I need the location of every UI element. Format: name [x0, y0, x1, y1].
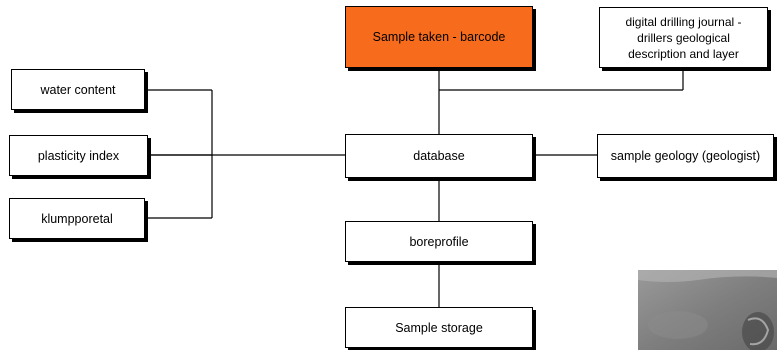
node-sample-taken: Sample taken - barcode: [345, 6, 533, 68]
photo-fragment: [638, 270, 777, 350]
node-water-content: water content: [11, 69, 145, 110]
node-database: database: [345, 134, 533, 178]
journal-line-1: digital drilling journal -: [625, 14, 742, 29]
node-plasticity-index: plasticity index: [9, 135, 148, 176]
node-boreprofile: boreprofile: [345, 221, 533, 262]
node-drilling-journal: digital drilling journal - drillers geol…: [599, 7, 768, 68]
node-klumpporetal: klumpporetal: [9, 198, 145, 239]
journal-line-2: drillers geological: [637, 30, 730, 45]
node-sample-geology: sample geology (geologist): [597, 134, 774, 178]
journal-line-3: description and layer: [628, 46, 739, 61]
node-sample-storage: Sample storage: [345, 307, 533, 348]
